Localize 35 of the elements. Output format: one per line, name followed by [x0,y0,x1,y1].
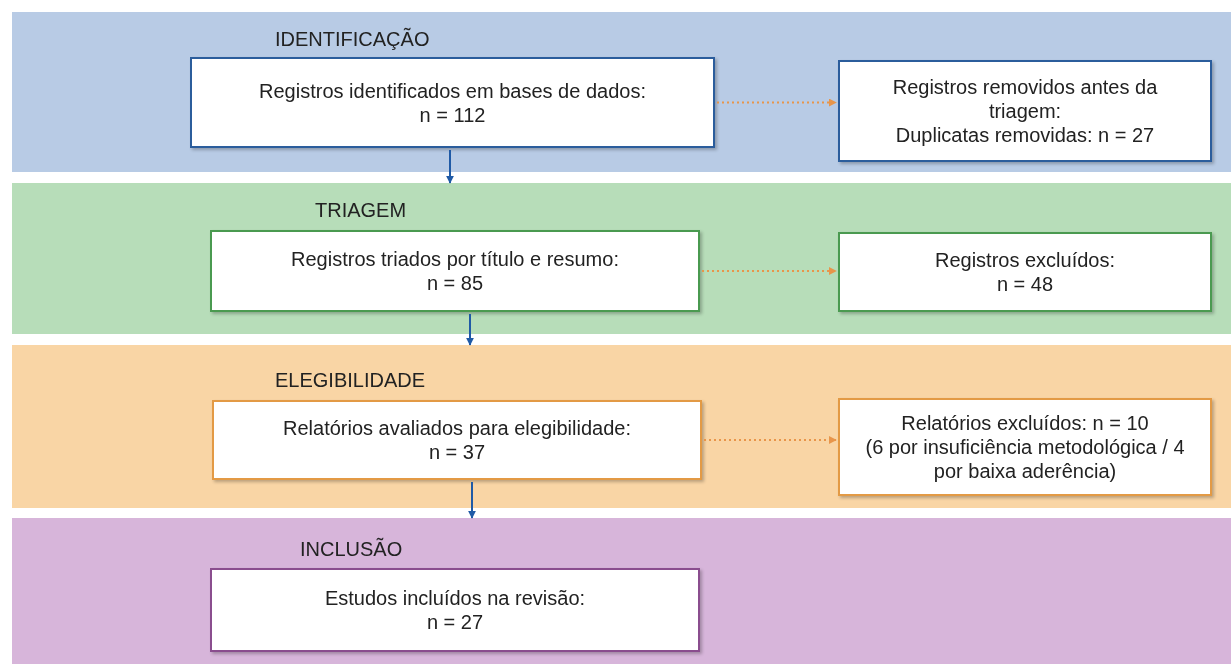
box-text: Registros identificados em bases de dados: [259,78,646,103]
process-box [838,232,1212,312]
phase-band [12,183,1231,334]
box-text: Estudos incluídos na revisão: [324,586,586,610]
box-text: Registros excluídos: [934,248,1116,272]
process-box [838,398,1212,496]
arrow [446,149,454,184]
phase-heading: TRIAGEM [315,199,407,222]
box-text: n = 85 [426,271,484,295]
arrow [716,98,837,107]
process-box [190,57,715,148]
box-text: Registros removidos antes da triagem: [891,75,1159,123]
phase-heading: IDENTIFICAÇÃO [275,28,430,51]
arrow [466,313,474,346]
process-box [210,568,700,652]
process-box [212,400,702,480]
arrow [468,481,476,519]
arrow [703,436,837,444]
phase-heading: INCLUSÃO [300,538,403,561]
phase-band [12,345,1231,508]
box-text: n = 112 [419,102,486,127]
box-text: (6 por insuficiência metodológica / 4 por baixa aderência) [864,435,1186,483]
box-text: Relatórios excluídos: n = 10 [901,411,1149,435]
phase-band [12,12,1231,172]
box-text: n = 48 [996,272,1054,296]
process-box [838,60,1212,162]
phase-heading: ELEGIBILIDADE [275,369,426,392]
process-box [210,230,700,312]
box-text: n = 27 [426,610,484,634]
box-text: n = 37 [428,440,486,464]
box-text: Duplicatas removidas: n = 27 [895,123,1155,147]
box-text: Relatórios avaliados para elegibilidade: [283,416,631,440]
phase-band [12,518,1231,664]
box-text: Registros triados por título e resumo: [291,247,619,271]
arrow [701,267,837,275]
